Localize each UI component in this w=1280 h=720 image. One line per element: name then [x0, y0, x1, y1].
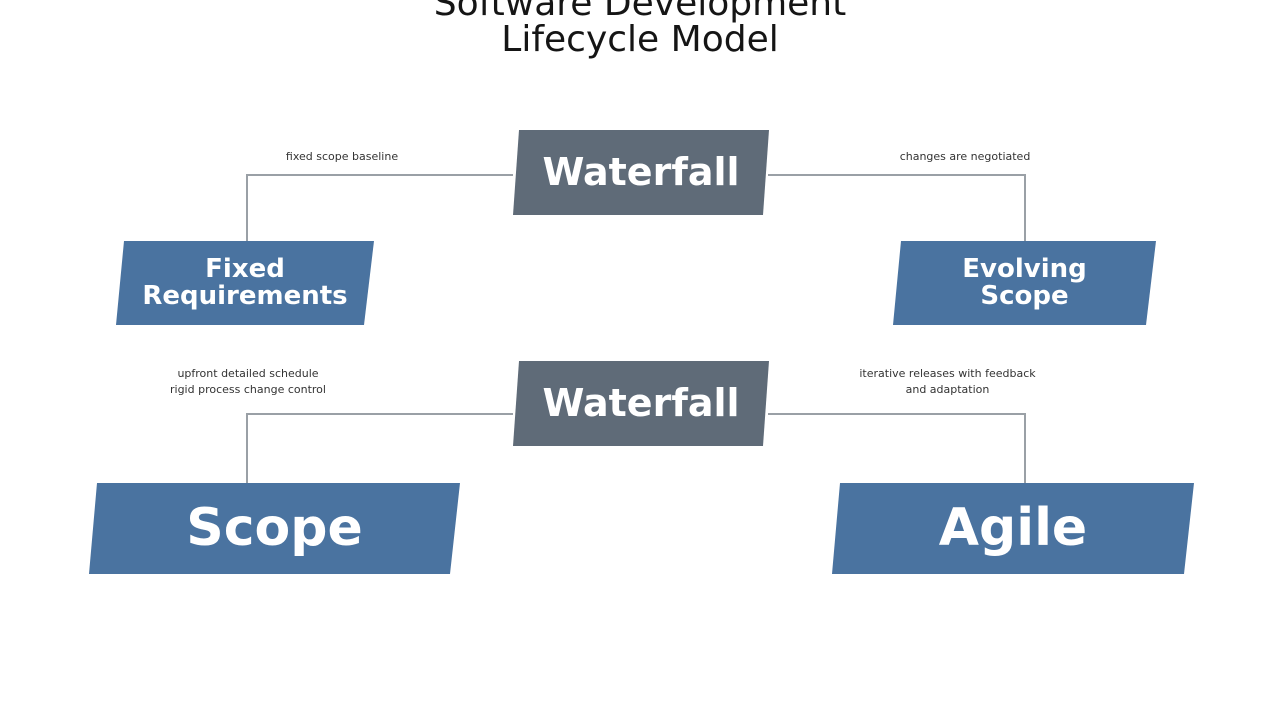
- edge-label-top-right: changes are negotiated: [899, 150, 1031, 163]
- diagram-title-line-2: Lifecycle Model: [501, 19, 779, 60]
- connector-waterfall-top-to-evolving-scope: [768, 174, 1026, 241]
- node-fixed-requirements: Fixed Requirements: [116, 241, 374, 325]
- diagram-title-line-1: Software Development: [433, 0, 847, 24]
- edge-label-top-left: fixed scope baseline: [285, 150, 399, 163]
- edge-label-middle-right: iterative releases with feedback and ada…: [859, 367, 1036, 396]
- node-evolving-scope: Evolving Scope: [893, 241, 1156, 325]
- node-agile: Agile: [832, 483, 1194, 574]
- node-waterfall-top: Waterfall: [513, 130, 769, 215]
- edge-label-middle-left: upfront detailed schedule rigid process …: [170, 367, 326, 396]
- connector-waterfall-middle-to-agile: [768, 413, 1026, 483]
- node-waterfall-middle: Waterfall: [513, 361, 769, 446]
- connector-waterfall-top-to-fixed-requirements: [246, 174, 513, 241]
- connector-waterfall-middle-to-scope: [246, 413, 513, 483]
- node-scope: Scope: [89, 483, 460, 574]
